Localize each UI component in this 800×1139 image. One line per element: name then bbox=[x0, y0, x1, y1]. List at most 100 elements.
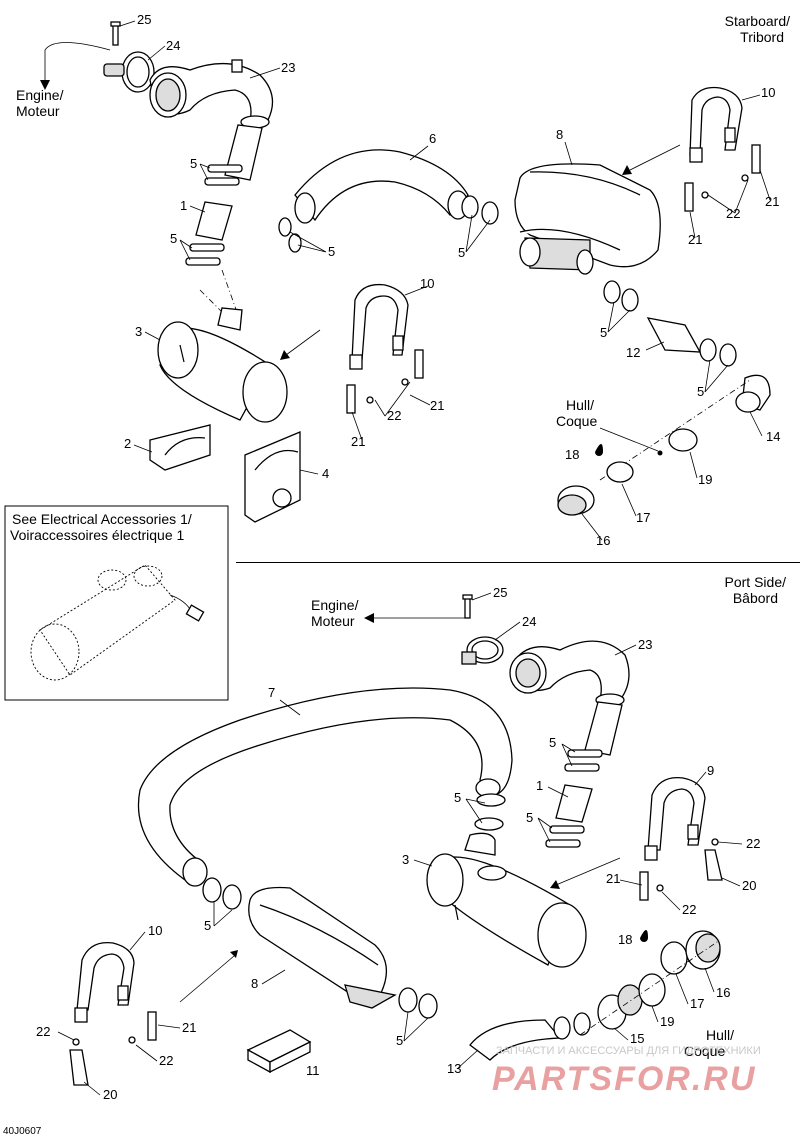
callout: 22 bbox=[36, 1024, 50, 1039]
callout: 21 bbox=[430, 398, 444, 413]
callout: 21 bbox=[688, 232, 702, 247]
callout: 5 bbox=[600, 325, 607, 340]
watermark-line2: PARTSFOR.RU bbox=[492, 1060, 756, 1098]
exhaust-elbow-part-23 bbox=[149, 59, 274, 129]
starboard-title-line1: Starboard/ bbox=[725, 13, 790, 29]
electrical-inset: See Electrical Accessories 1/ Voiraccess… bbox=[10, 511, 205, 681]
port-hull-line2: Coque bbox=[684, 1043, 725, 1059]
callout: 18 bbox=[565, 447, 579, 462]
muffler-part-3-port bbox=[426, 832, 587, 968]
water-box-part-8 bbox=[514, 163, 661, 275]
callout: 12 bbox=[626, 345, 640, 360]
callout: 17 bbox=[690, 996, 704, 1011]
leader-lines bbox=[57, 20, 771, 1096]
pipe-part-12 bbox=[603, 280, 737, 367]
starboard-engine-line2: Moteur bbox=[16, 103, 60, 119]
muffler-part-3 bbox=[157, 307, 288, 423]
callout: 5 bbox=[204, 918, 211, 933]
starboard-callouts: 25 24 23 5 1 5 3 2 4 6 5 5 8 10 22 21 21… bbox=[124, 12, 780, 548]
callout: 10 bbox=[148, 923, 162, 938]
small-clamps-mid bbox=[278, 195, 499, 253]
callout: 22 bbox=[387, 408, 401, 423]
callout: 10 bbox=[420, 276, 434, 291]
inset-muffler-outline bbox=[39, 564, 176, 676]
port-hull-axis bbox=[579, 939, 721, 1036]
strap-part-10-mid bbox=[349, 283, 409, 370]
callout: 21 bbox=[765, 194, 779, 209]
callout: 7 bbox=[268, 685, 275, 700]
starboard-section: Starboard/ Tribord Engine/ Moteur bbox=[16, 12, 790, 548]
callout: 20 bbox=[742, 878, 756, 893]
callout: 14 bbox=[766, 429, 780, 444]
outlet-fitting-part-16-port bbox=[685, 930, 721, 970]
callout: 11 bbox=[306, 1063, 320, 1078]
small-clamps-port-2 bbox=[545, 825, 585, 848]
callout: 5 bbox=[697, 384, 704, 399]
callout: 25 bbox=[137, 12, 151, 27]
callout: 21 bbox=[351, 434, 365, 449]
small-clamps-upper-2 bbox=[185, 243, 225, 266]
outlet-part-15 bbox=[597, 984, 643, 1030]
callout: 22 bbox=[746, 836, 760, 851]
electrical-inset-frame bbox=[4, 505, 229, 701]
callout: 3 bbox=[402, 852, 409, 867]
drop-icon-18-port bbox=[640, 930, 648, 942]
clamp-part-24-port bbox=[461, 636, 504, 665]
gasket-part-17 bbox=[606, 461, 634, 483]
port-callouts: 25 24 23 7 5 1 5 5 3 9 22 20 21 22 10 8 … bbox=[36, 585, 760, 1102]
port-title-line2: Bâbord bbox=[733, 590, 778, 606]
outlet-part-14 bbox=[735, 374, 771, 413]
callout: 6 bbox=[429, 131, 436, 146]
callout: 21 bbox=[182, 1020, 196, 1035]
water-box-part-8-port bbox=[248, 886, 397, 1009]
muffler-port-arrow bbox=[555, 857, 621, 886]
strap-part-10-port bbox=[74, 941, 135, 1023]
callout: 5 bbox=[458, 245, 465, 260]
coupler-part-1-port bbox=[555, 784, 593, 823]
temperature-sensor-icon bbox=[185, 604, 205, 622]
strap-part-10-starboard bbox=[689, 86, 743, 163]
callout: 21 bbox=[606, 871, 620, 886]
callout: 8 bbox=[556, 127, 563, 142]
starboard-hull-line2: Coque bbox=[556, 413, 597, 429]
callout: 9 bbox=[707, 763, 714, 778]
callout: 24 bbox=[166, 38, 180, 53]
port-title-line1: Port Side/ bbox=[725, 574, 787, 590]
coupler-part-1 bbox=[195, 201, 233, 241]
pipe-part-7 bbox=[137, 687, 513, 887]
pipe-part-6 bbox=[294, 149, 469, 224]
bolt-part-25-port bbox=[462, 594, 473, 619]
port-engine-line1: Engine/ bbox=[311, 597, 359, 613]
starboard-hull-line1: Hull/ bbox=[566, 397, 594, 413]
hull-point bbox=[657, 450, 663, 456]
callout: 20 bbox=[103, 1087, 117, 1102]
callout: 5 bbox=[328, 244, 335, 259]
callout: 19 bbox=[698, 472, 712, 487]
ring-part-19 bbox=[668, 428, 698, 452]
bracket-parts-20-21-22-port-right bbox=[639, 838, 723, 901]
hull-leader bbox=[599, 427, 659, 452]
water-box-port-arrow-head bbox=[230, 950, 238, 958]
water-box-arrow-head bbox=[622, 165, 632, 175]
small-clamps-upper-1 bbox=[204, 164, 243, 186]
callout: 13 bbox=[447, 1061, 461, 1076]
callout: 1 bbox=[536, 778, 543, 793]
inset-line1: See Electrical Accessories 1/ bbox=[12, 511, 192, 527]
port-section: Port Side/ Bâbord Engine/ Moteur bbox=[36, 574, 786, 1102]
callout: 16 bbox=[716, 985, 730, 1000]
callout: 5 bbox=[170, 231, 177, 246]
engine-arrow-head bbox=[40, 80, 50, 90]
callout: 5 bbox=[549, 735, 556, 750]
callout: 5 bbox=[526, 810, 533, 825]
bolt-part-25 bbox=[110, 21, 121, 46]
port-engine-arrow-head bbox=[364, 613, 374, 623]
tube-upper-port bbox=[584, 701, 623, 756]
inset-line2: Voiraccessoires électrique 1 bbox=[10, 527, 185, 543]
callout: 2 bbox=[124, 436, 131, 451]
callout: 23 bbox=[638, 637, 652, 652]
ring-part-19-port bbox=[638, 973, 666, 1007]
watermark-line1: ЗАПЧАСТИ И АКСЕССУАРЫ ДЛЯ ГИДРОТЕХНИКИ bbox=[496, 1045, 761, 1057]
muffler-port-arrow-head bbox=[550, 880, 560, 889]
callout: 22 bbox=[159, 1053, 173, 1068]
